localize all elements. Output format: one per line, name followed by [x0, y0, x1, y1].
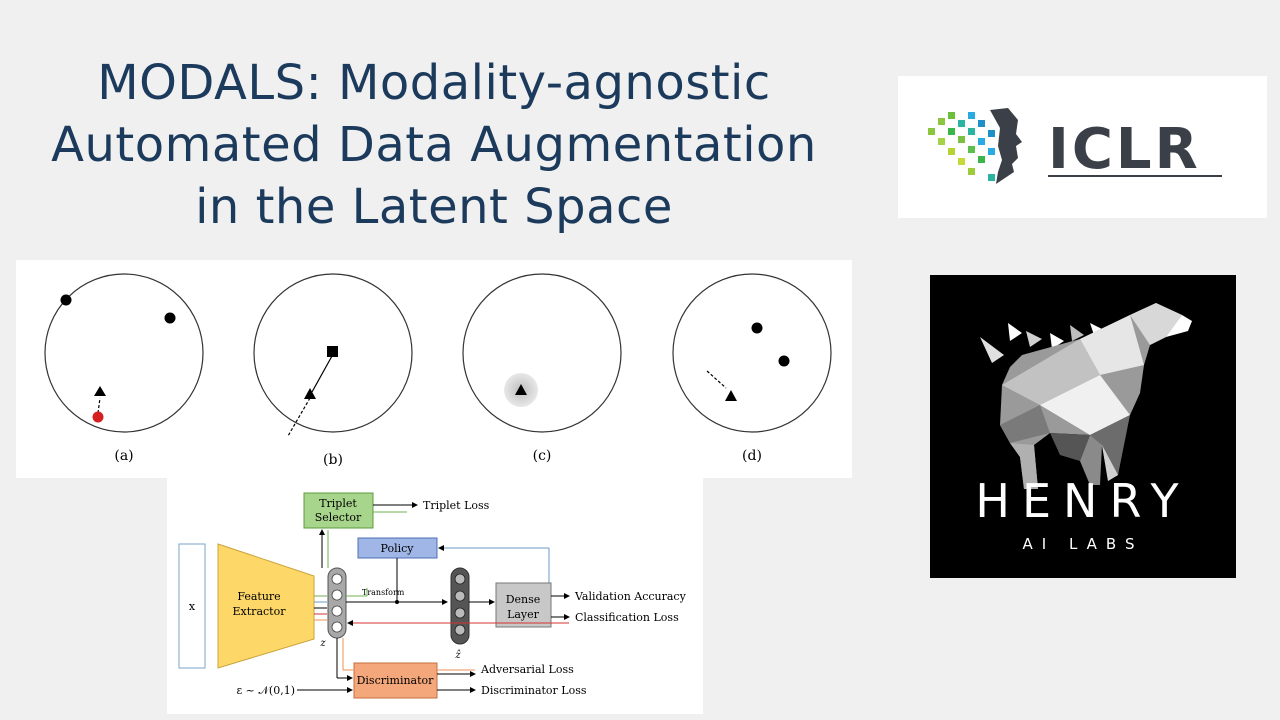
policy-label: Policy: [381, 542, 415, 555]
latent-circle-d: [672, 273, 832, 433]
arrow-a: [97, 397, 101, 414]
diagram-d: [672, 273, 832, 433]
triplet-selector-label-2: Selector: [315, 511, 362, 524]
noise-label: ε ~ 𝒩(0,1): [236, 684, 295, 697]
caption-c: (c): [533, 448, 552, 464]
pixel-head-icon: [928, 108, 1022, 184]
feature-extractor-label-1: Feature: [237, 590, 280, 603]
slide-title: MODALS: Modality-agnostic Automated Data…: [0, 52, 868, 238]
title-line-2: Automated Data Augmentation: [51, 117, 817, 173]
latent-circle-c: [462, 273, 622, 433]
polygon-dog-icon: [980, 303, 1192, 489]
discriminator-loss-label: Discriminator Loss: [481, 684, 587, 697]
latent-circle-a: [44, 273, 204, 433]
z-label: z: [319, 638, 326, 649]
triangle-b: [304, 388, 316, 399]
input-label: x: [189, 600, 196, 613]
triplet-loss-label: Triplet Loss: [423, 499, 490, 512]
point-a-1: [60, 294, 72, 306]
architecture-diagram: x Feature Extractor z Triplet Selector T…: [178, 492, 687, 699]
dense-layer-block: [495, 582, 552, 628]
z-node: [331, 589, 343, 601]
arrow-d: [706, 370, 727, 389]
diagram-a: [44, 273, 204, 433]
iclr-logo-graphic: ICLR: [928, 108, 1222, 184]
caption-b: (b): [323, 452, 343, 468]
triangle-d: [725, 390, 737, 401]
latent-space-figure: (a) (b) (c) (d): [16, 260, 852, 478]
caption-d: (d): [742, 448, 762, 464]
discriminator-block: [353, 662, 438, 699]
triplet-selector-label-1: Triplet: [319, 497, 357, 510]
square-b: [327, 346, 338, 357]
line-b: [311, 355, 333, 393]
henry-wordmark: HENRY: [975, 474, 1190, 528]
z-node: [331, 573, 343, 585]
zhat-vector: [450, 567, 470, 645]
zhat-node: [454, 573, 466, 585]
classification-loss-label: Classification Loss: [575, 611, 679, 624]
latent-space-diagrams: (a) (b) (c) (d): [44, 273, 832, 468]
adversarial-loss-label: Adversarial Loss: [480, 663, 574, 676]
diagram-b: [253, 273, 413, 437]
triplet-selector-block: [303, 492, 374, 529]
input-box: [178, 543, 206, 669]
discriminator-label: Discriminator: [357, 674, 435, 687]
ai-labs-wordmark: AI LABS: [1023, 535, 1144, 553]
zhat-node: [454, 624, 466, 636]
point-d-2: [778, 355, 790, 367]
title-line-1: MODALS: Modality-agnostic: [97, 55, 771, 111]
dashed-b: [287, 397, 311, 437]
caption-a: (a): [114, 448, 133, 464]
zhat-label: ẑ: [454, 650, 461, 661]
dense-layer-label-1: Dense: [506, 593, 541, 606]
title-line-3: in the Latent Space: [195, 179, 673, 235]
point-a-2: [164, 312, 176, 324]
red-point-a: [92, 411, 104, 423]
transform-junction: [395, 600, 399, 604]
zhat-node: [454, 607, 466, 619]
triangle-c: [515, 384, 527, 395]
iclr-wordmark: ICLR: [1048, 117, 1201, 182]
feature-extractor-block: [217, 543, 315, 669]
z-node: [331, 605, 343, 617]
iclr-logo: ICLR: [898, 76, 1267, 218]
z-node: [331, 621, 343, 633]
validation-accuracy-label: Validation Accuracy: [574, 590, 687, 603]
point-d-1: [751, 322, 763, 334]
zhat-node: [454, 590, 466, 602]
dense-layer-label-2: Layer: [507, 608, 540, 621]
henry-logo-graphic: HENRY AI LABS: [975, 303, 1192, 553]
diagram-c: [462, 273, 622, 433]
henry-ai-labs-logo: HENRY AI LABS: [930, 275, 1236, 578]
latent-circle-b: [253, 273, 413, 433]
architecture-figure: x Feature Extractor z Triplet Selector T…: [167, 478, 703, 714]
feature-extractor-label-2: Extractor: [233, 605, 287, 618]
transform-label: Transform: [362, 588, 405, 597]
triangle-a: [94, 386, 106, 396]
